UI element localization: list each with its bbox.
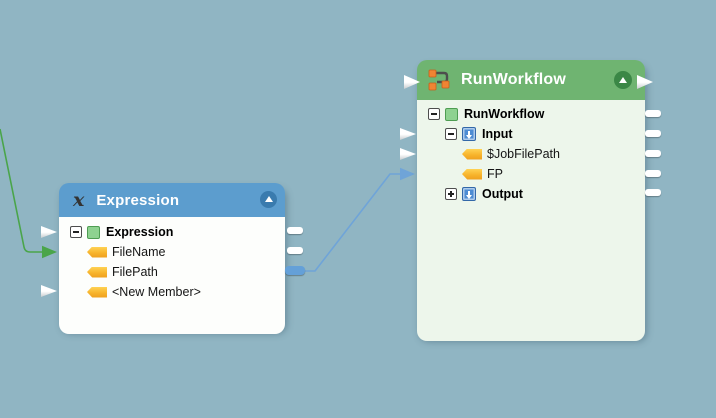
green-square-icon xyxy=(87,225,100,239)
green-square-icon xyxy=(445,107,458,121)
collapse-button[interactable] xyxy=(614,71,632,89)
blue-edge[interactable] xyxy=(303,173,400,272)
output-port-pill-input[interactable] xyxy=(645,130,661,137)
row-label: $JobFilePath xyxy=(487,147,560,161)
tree-row-filepath[interactable]: FilePath xyxy=(59,262,285,282)
output-port-pill-filepath-connected[interactable] xyxy=(285,266,305,275)
row-label: FileName xyxy=(112,245,166,259)
minus-expander-icon[interactable] xyxy=(70,226,82,238)
minus-expander-icon[interactable] xyxy=(428,108,440,120)
collapse-up-icon xyxy=(264,196,273,202)
io-down-icon xyxy=(462,127,476,141)
row-label: FP xyxy=(487,167,503,181)
member-tag-icon xyxy=(87,286,107,298)
plus-expander-icon[interactable] xyxy=(445,188,457,200)
tree-row-input[interactable]: Input xyxy=(417,124,645,144)
row-label: Output xyxy=(482,187,523,201)
node-runworkflow-header[interactable]: RunWorkflow xyxy=(417,60,645,100)
tree-row-output[interactable]: Output xyxy=(417,184,645,204)
member-tag-icon xyxy=(462,168,482,180)
io-down-icon xyxy=(462,187,476,201)
node-expression-title: Expression xyxy=(96,191,180,209)
italic-x-icon: x xyxy=(73,188,85,211)
row-label: Expression xyxy=(106,225,174,239)
workflow-icon xyxy=(427,68,452,93)
row-label: Input xyxy=(482,127,513,141)
row-label: FilePath xyxy=(112,265,158,279)
minus-expander-icon[interactable] xyxy=(445,128,457,140)
blue-edge-arrowhead xyxy=(400,167,415,181)
green-edge-arrowhead xyxy=(42,245,57,259)
tree-row-new-member[interactable]: <New Member> xyxy=(59,282,285,302)
output-port-pill-output[interactable] xyxy=(645,189,661,196)
output-port-pill-jobfilepath[interactable] xyxy=(645,150,661,157)
output-port-pill-fp[interactable] xyxy=(645,170,661,177)
member-tag-icon xyxy=(87,266,107,278)
member-tag-icon xyxy=(87,246,107,258)
collapse-button[interactable] xyxy=(260,191,277,208)
node-expression-header[interactable]: x Expression xyxy=(59,183,285,217)
tree-row-fp[interactable]: FP xyxy=(417,164,645,184)
member-tag-icon xyxy=(462,148,482,160)
node-runworkflow-title: RunWorkflow xyxy=(461,71,567,88)
collapse-up-icon xyxy=(619,76,627,83)
tree-row-jobfilepath[interactable]: $JobFilePath xyxy=(417,144,645,164)
output-port-pill-runworkflow[interactable] xyxy=(645,110,661,117)
row-label: RunWorkflow xyxy=(464,107,545,121)
row-label: <New Member> xyxy=(112,285,201,299)
tree-row-expression[interactable]: Expression xyxy=(59,222,285,242)
green-edge[interactable] xyxy=(0,128,42,253)
tree-row-filename[interactable]: FileName xyxy=(59,242,285,262)
output-port-pill-filename[interactable] xyxy=(287,247,303,254)
tree-row-runworkflow[interactable]: RunWorkflow xyxy=(417,104,645,124)
output-port-pill-expression[interactable] xyxy=(287,227,303,234)
